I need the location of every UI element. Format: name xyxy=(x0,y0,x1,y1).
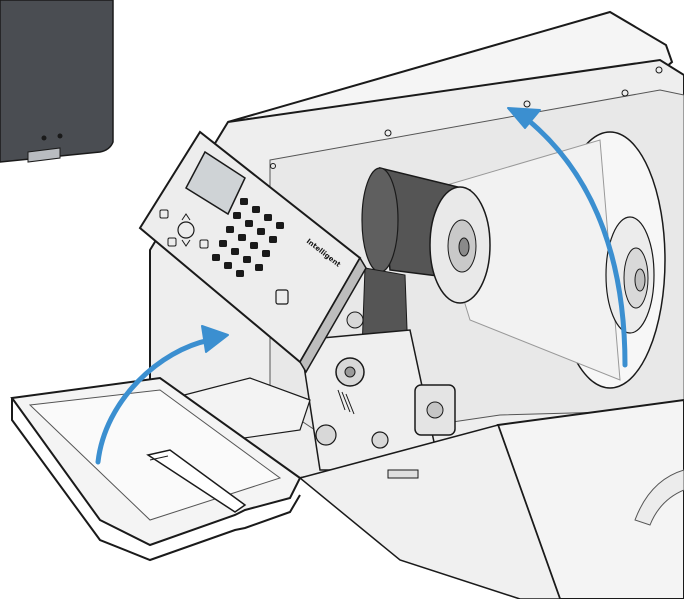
feed-direction-arrow-icon xyxy=(95,325,229,465)
ribbon-path-arrow-icon xyxy=(507,107,628,368)
front-tray xyxy=(10,376,302,562)
control-panel: Intelligent xyxy=(138,130,367,374)
side-cover xyxy=(0,0,114,163)
print-mechanism xyxy=(299,311,456,471)
lower-right-cover xyxy=(298,398,684,599)
